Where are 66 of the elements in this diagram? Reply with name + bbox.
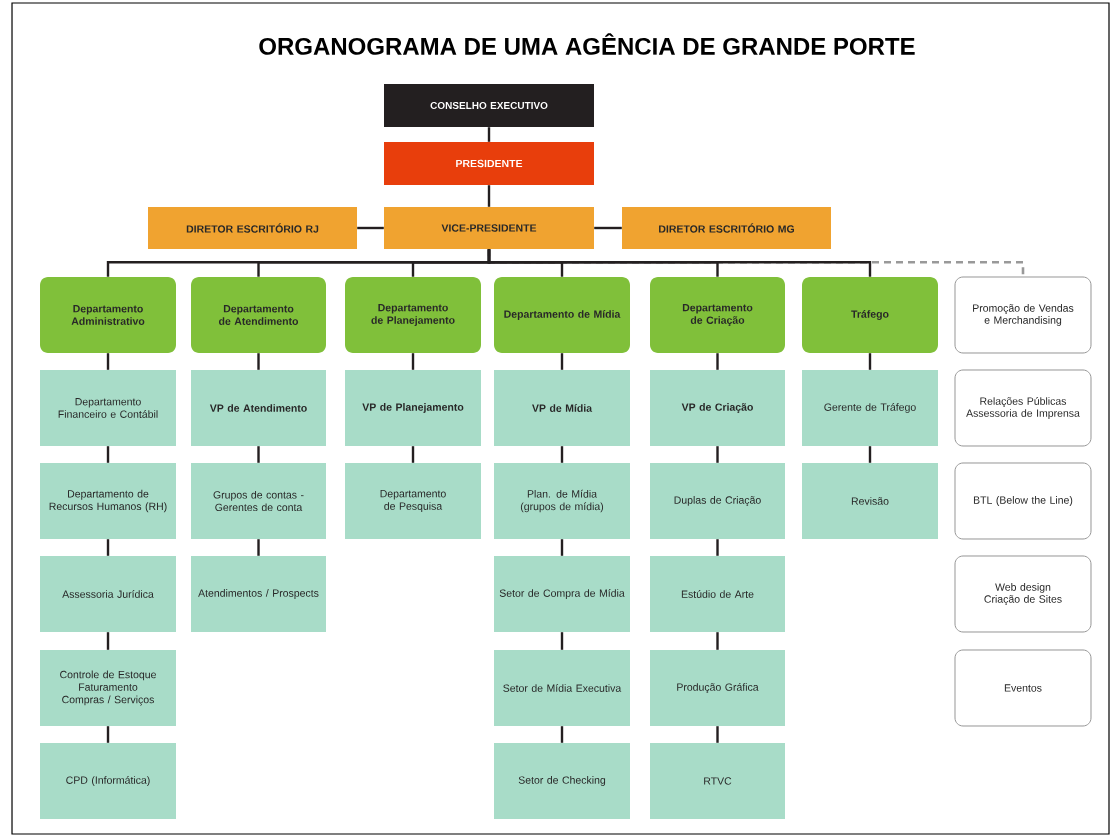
connector-line	[411, 353, 415, 370]
unit-box: Assessoria Jurídica	[40, 556, 176, 632]
department-box: Departamento de Planejamento	[345, 277, 481, 353]
connector-line	[868, 446, 872, 463]
unit-box: Controle de Estoque Faturamento Compras / Serviços	[40, 650, 176, 726]
service-box: Eventos	[954, 649, 1092, 727]
connector-line	[106, 446, 110, 463]
process-box: DIRETOR ESCRITÓRIO RJ	[148, 207, 357, 249]
department-box: Departamento de Atendimento	[191, 277, 326, 353]
unit-box: VP de Mídia	[494, 370, 630, 446]
connector-line	[487, 185, 491, 207]
department-box: Departamento de Criação	[650, 277, 785, 353]
unit-box: Setor de Compra de Mídia	[494, 556, 630, 632]
unit-box: Departamento Financeiro e Contábil	[40, 370, 176, 446]
connector-line	[560, 726, 564, 743]
unit-box: Plan. de Mídia (grupos de mídia)	[494, 463, 630, 539]
unit-box: VP de Planejamento	[345, 370, 481, 446]
connector-line	[487, 127, 491, 142]
unit-box: Revisão	[802, 463, 938, 539]
connector-line	[257, 353, 260, 370]
connector-line	[868, 353, 872, 370]
connector-line	[106, 726, 110, 743]
connector-line	[411, 446, 415, 463]
connector-line	[560, 446, 564, 463]
connector-line	[716, 353, 719, 370]
process-box: DIRETOR ESCRITÓRIO MG	[622, 207, 831, 249]
unit-box: RTVC	[650, 743, 785, 819]
connector-line	[560, 632, 564, 650]
unit-box: VP de Atendimento	[191, 370, 326, 446]
connector-line	[716, 539, 719, 556]
unit-box: Estúdio de Arte	[650, 556, 785, 632]
service-box: Relações Públicas Assessoria de Imprensa	[954, 369, 1092, 447]
service-box: BTL (Below the Line)	[954, 462, 1092, 540]
connector-line	[106, 632, 110, 650]
unit-box: CPD (Informática)	[40, 743, 176, 819]
service-box: Promoção de Vendas e Merchandising	[954, 276, 1092, 354]
department-box: Departamento Administrativo	[40, 277, 176, 353]
connector-line	[357, 226, 384, 230]
connector-line	[487, 249, 872, 277]
connector-line	[106, 539, 110, 556]
title: ORGANOGRAMA DE UMA AGÊNCIA DE GRANDE PORTE	[259, 33, 915, 55]
connector-line	[594, 226, 622, 230]
unit-box: Setor de Mídia Executiva	[494, 650, 630, 726]
unit-box: Departamento de Pesquisa	[345, 463, 481, 539]
connector-line	[716, 726, 719, 743]
unit-box: Grupos de contas - Gerentes de conta	[191, 463, 326, 539]
connector-line	[716, 446, 719, 463]
unit-box: Atendimentos / Prospects	[191, 556, 326, 632]
unit-box: VP de Criação	[650, 370, 785, 446]
connector-line	[716, 632, 719, 650]
department-box: Departamento de Mídia	[494, 277, 630, 353]
connector-line	[560, 353, 564, 370]
unit-box: Setor de Checking	[494, 743, 630, 819]
unit-box: Departamento de Recursos Humanos (RH)	[40, 463, 176, 539]
department-box: Tráfego	[802, 277, 938, 353]
connector-line	[106, 353, 110, 370]
process-box: CONSELHO EXECUTIVO	[384, 84, 594, 127]
process-box: VICE-PRESIDENTE	[384, 207, 594, 249]
unit-box: Duplas de Criação	[650, 463, 785, 539]
unit-box: Produção Gráfica	[650, 650, 785, 726]
process-box: PRESIDENTE	[384, 142, 594, 185]
connector-line	[257, 539, 260, 556]
connector-line	[560, 539, 564, 556]
unit-box: Gerente de Tráfego	[802, 370, 938, 446]
service-box: Web design Criação de Sites	[954, 555, 1092, 633]
connector-line	[257, 446, 260, 463]
